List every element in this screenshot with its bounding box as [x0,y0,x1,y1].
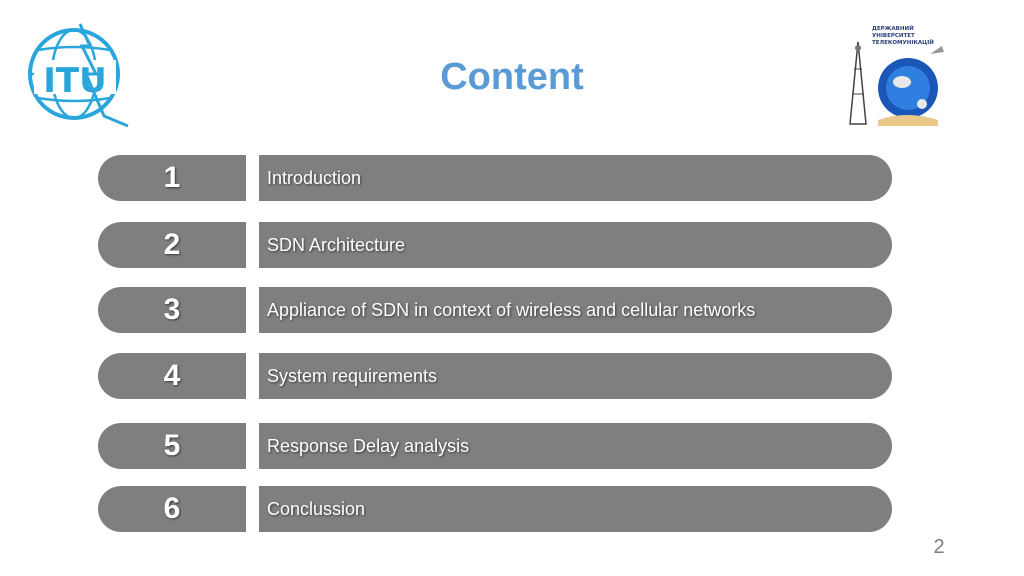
item-number: 1 [98,155,246,201]
university-emblem-icon [849,41,944,126]
item-number: 2 [98,222,246,268]
university-caption-line: УНІВЕРСИТЕТ [872,33,915,39]
university-caption-line: ТЕЛЕКОМУНІКАЦІЙ [872,40,934,46]
content-item: 6 Conclussion [98,486,892,532]
item-label: Introduction [259,155,892,201]
item-number: 6 [98,486,246,532]
university-logo: ДЕРЖАВНИЙ УНІВЕРСИТЕТ ТЕЛЕКОМУНІКАЦІЙ [838,24,948,128]
content-item: 4 System requirements [98,353,892,399]
university-logo-caption: ДЕРЖАВНИЙ УНІВЕРСИТЕТ ТЕЛЕКОМУНІКАЦІЙ [872,26,948,47]
item-number: 3 [98,287,246,333]
page-number: 2 [933,536,945,558]
item-number: 4 [98,353,246,399]
university-caption-line: ДЕРЖАВНИЙ [872,26,914,32]
slide-title: Content [440,56,584,98]
item-label: Response Delay analysis [259,423,892,469]
content-item: 3 Appliance of SDN in context of wireles… [98,287,892,333]
item-label: Appliance of SDN in context of wireless … [259,287,892,333]
item-label: Conclussion [259,486,892,532]
content-item: 5 Response Delay analysis [98,423,892,469]
itu-logo: ITU [28,23,129,128]
item-label: System requirements [259,353,892,399]
item-label: SDN Architecture [259,222,892,268]
item-number: 5 [98,423,246,469]
content-item: 2 SDN Architecture [98,222,892,268]
content-item: 1 Introduction [98,155,892,201]
